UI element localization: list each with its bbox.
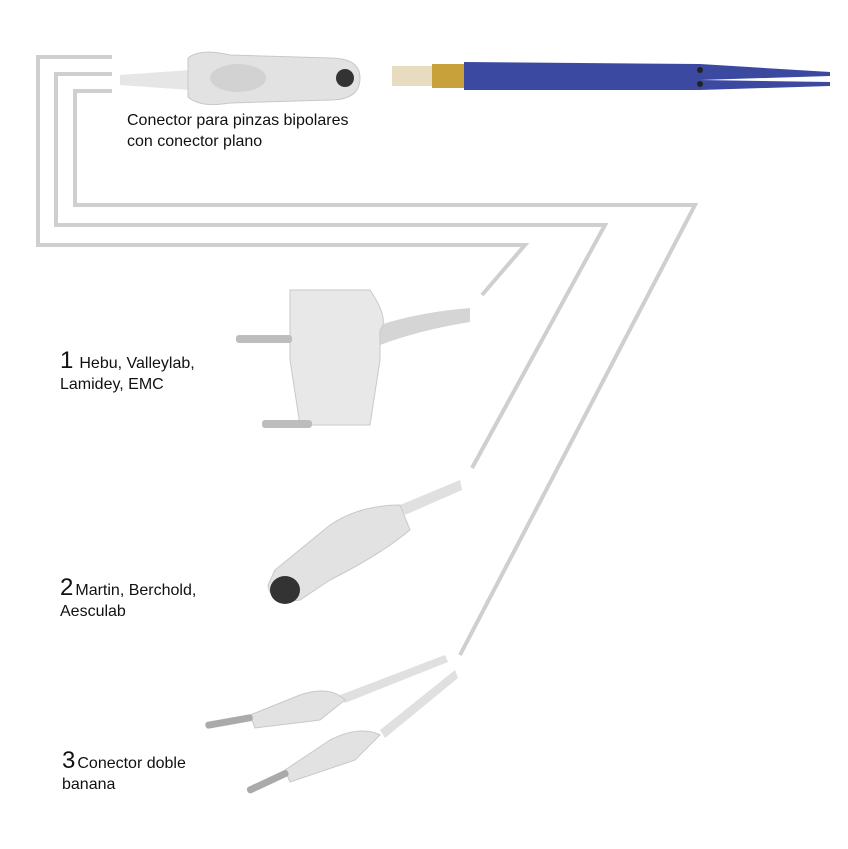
connector-1-image	[236, 289, 470, 428]
caption-line: Conector para pinzas bipolares	[127, 112, 349, 129]
connector-1-label: 1 Hebu, Valleylab, Lamidey, EMC	[60, 347, 195, 395]
wire-2	[54, 72, 609, 469]
label-line: Aesculab	[60, 603, 126, 620]
caption-line: con conector plano	[127, 133, 263, 150]
flat-bipolar-connector-image	[120, 51, 361, 105]
wire-1	[36, 55, 530, 297]
connector-number: 2	[60, 574, 74, 601]
connector-number: 3	[62, 747, 76, 774]
connector-2-image	[267, 480, 462, 604]
connector-3-image	[205, 655, 458, 794]
connection-wires	[36, 55, 699, 656]
bipolar-forceps-image	[392, 62, 830, 90]
connector-number: 1	[60, 347, 74, 374]
wire-3	[73, 89, 699, 656]
label-line: Lamidey, EMC	[60, 376, 164, 393]
label-line: Martin, Berchold,	[75, 582, 197, 599]
label-line: Hebu, Valleylab,	[79, 355, 195, 372]
label-line: Conector doble	[77, 755, 186, 772]
label-line: banana	[62, 776, 116, 793]
top-connector-caption: Conector para pinzas bipolares con conec…	[127, 110, 348, 152]
